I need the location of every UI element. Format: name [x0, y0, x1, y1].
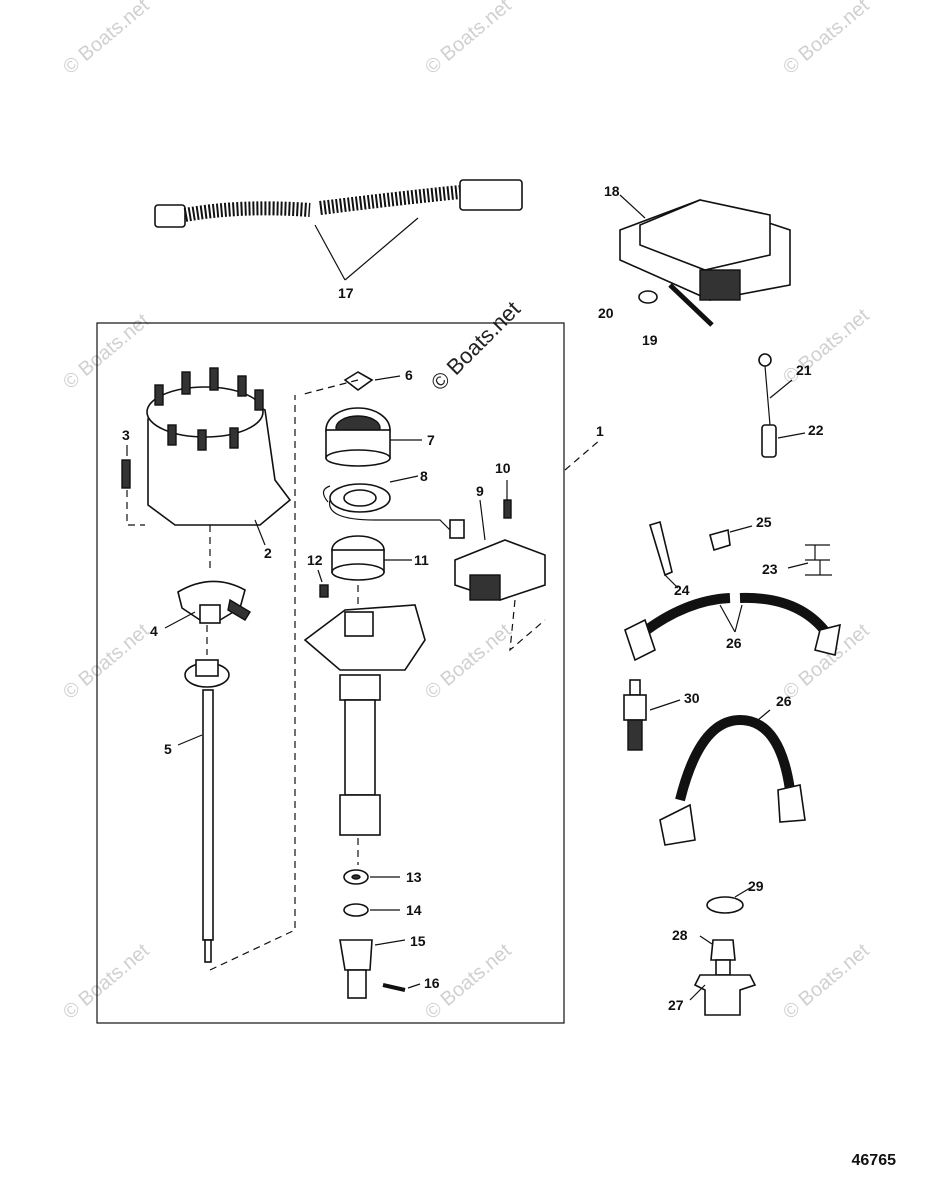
distributor-assembly-box	[96, 322, 565, 1024]
callout-19: 19	[642, 332, 658, 348]
callout-3: 3	[122, 427, 130, 443]
callout-27: 27	[668, 997, 684, 1013]
callout-25: 25	[756, 514, 772, 530]
ignition-module-9	[454, 480, 546, 652]
watermark: © Boats.net	[59, 619, 154, 703]
fitting-27-29	[689, 887, 757, 1016]
pole-piece-7	[325, 407, 422, 467]
watermark: © Boats.net	[779, 0, 874, 79]
callout-12: 12	[307, 552, 323, 568]
callout-4: 4	[150, 623, 158, 639]
callout-17: 17	[338, 285, 354, 301]
callout-8: 8	[420, 468, 428, 484]
callout-22: 22	[808, 422, 824, 438]
callout-11: 11	[414, 552, 429, 568]
callout-1-leader	[564, 439, 601, 471]
callout-15: 15	[410, 933, 426, 949]
callout-28: 28	[672, 927, 688, 943]
callout-9: 9	[476, 483, 484, 499]
callout-26-bottom: 26	[776, 693, 792, 709]
main-watermark: © Boats.net	[426, 296, 525, 395]
rotor-4	[164, 525, 251, 629]
watermark: © Boats.net	[779, 304, 874, 388]
distributor-housing	[303, 585, 426, 865]
watermark: © Boats.net	[421, 619, 516, 703]
harness-17	[154, 179, 523, 281]
distributor-cap-2	[146, 367, 292, 546]
callout-10: 10	[495, 460, 511, 476]
callout-6: 6	[405, 367, 413, 383]
callout-labels: 1 2 3 4 5 6 7 8 9 10 11 12 13 14 15 16 1…	[122, 183, 824, 1013]
gear-stack-13-16	[339, 869, 421, 999]
callout-18: 18	[604, 183, 620, 199]
callout-23: 23	[762, 561, 778, 577]
shaft-5	[177, 395, 296, 971]
watermark: © Boats.net	[59, 0, 154, 79]
callout-1: 1	[596, 423, 604, 439]
watermark: © Boats.net	[59, 939, 154, 1023]
callout-14: 14	[406, 902, 422, 918]
callout-7: 7	[427, 432, 435, 448]
callout-29: 29	[748, 878, 764, 894]
figure-number: 46765	[851, 1152, 897, 1169]
ground-strap-21-22	[758, 353, 806, 458]
wire-retainers-23-25	[649, 520, 832, 589]
screw-3	[121, 445, 145, 526]
callout-20: 20	[598, 305, 614, 321]
pickup-coil-8	[322, 475, 465, 539]
rotor-mount-11	[317, 535, 412, 598]
ignition-coil-18	[619, 194, 791, 327]
spark-plug-30	[623, 679, 681, 751]
watermark: © Boats.net	[59, 309, 154, 393]
callout-30: 30	[684, 690, 700, 706]
seal-6	[299, 371, 401, 396]
watermark: © Boats.net	[421, 0, 516, 79]
callout-16: 16	[424, 975, 440, 991]
callout-13: 13	[406, 869, 422, 885]
callout-2: 2	[264, 545, 272, 561]
watermark: © Boats.net	[779, 939, 874, 1023]
spark-plug-wires-26	[624, 592, 841, 846]
callout-26-top: 26	[726, 635, 742, 651]
callout-5: 5	[164, 741, 172, 757]
callout-21: 21	[796, 362, 812, 378]
callout-24: 24	[674, 582, 690, 598]
